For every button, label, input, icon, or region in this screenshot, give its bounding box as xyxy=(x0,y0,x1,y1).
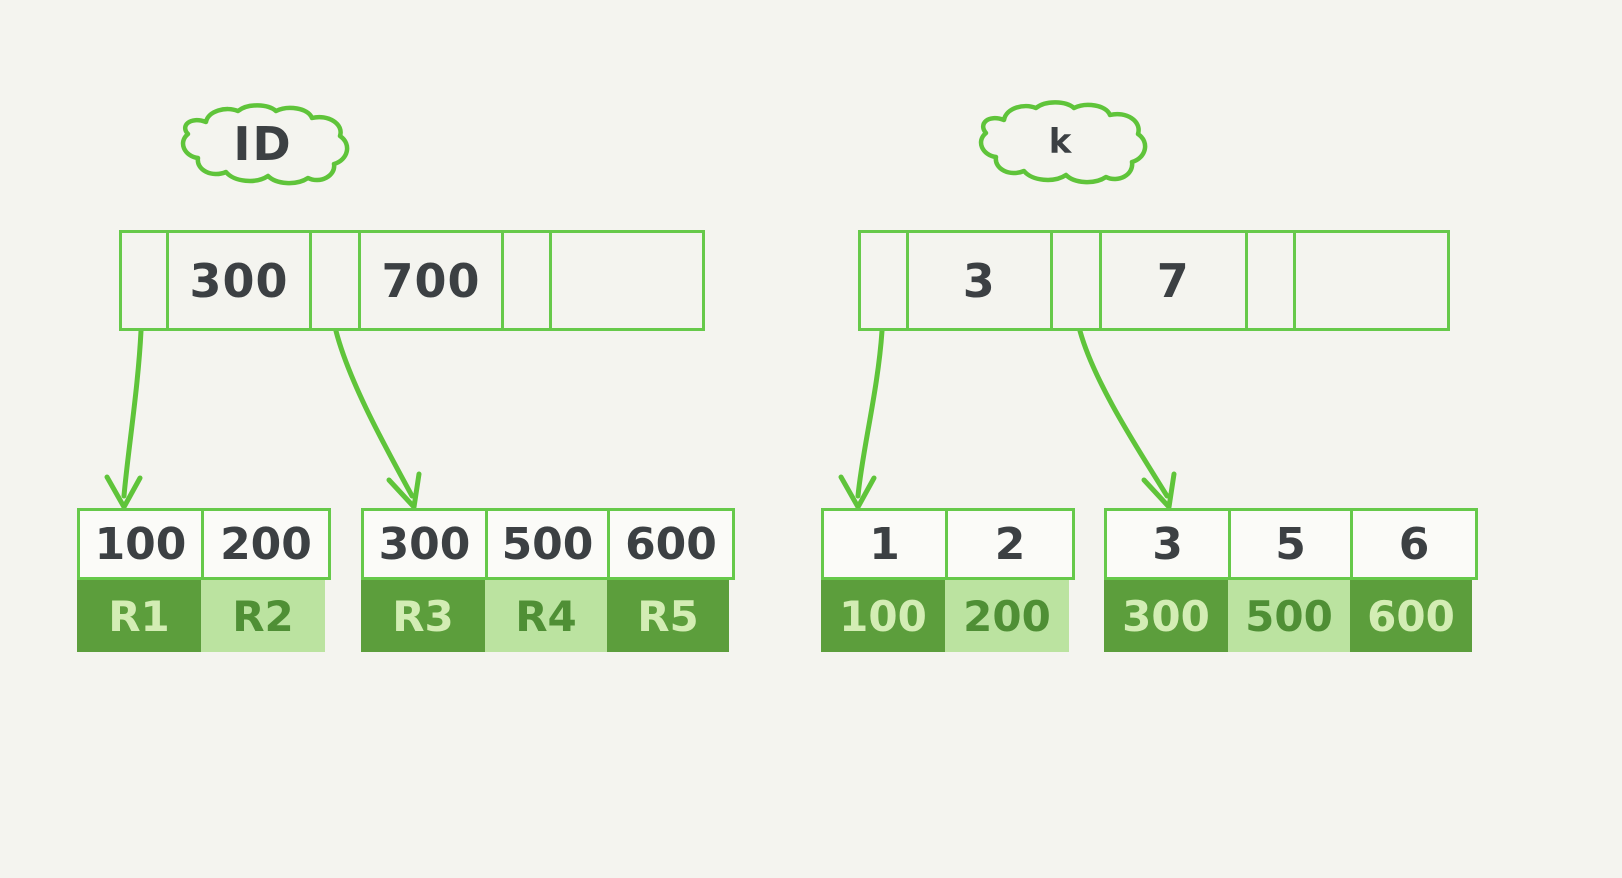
k-leaf-1-key-0[interactable]: 1 xyxy=(824,511,948,577)
id-leaf-2[interactable]: 300 500 600 R3 R4 R5 xyxy=(361,508,735,652)
id-leaf-2-keys: 300 500 600 xyxy=(361,508,735,580)
k-leaf-2-key-0[interactable]: 3 xyxy=(1107,511,1231,577)
edge-id-root-to-leaf-1 xyxy=(104,328,144,510)
id-root-pointer-2[interactable] xyxy=(504,233,552,328)
k-leaf-2-key-1[interactable]: 5 xyxy=(1231,511,1353,577)
id-leaf-1-key-0[interactable]: 100 xyxy=(80,511,204,577)
id-leaf-1-record-1[interactable]: R2 xyxy=(201,580,325,652)
id-leaf-2-key-0[interactable]: 300 xyxy=(364,511,488,577)
id-leaf-1-records: R1 R2 xyxy=(77,580,331,652)
k-leaf-1-key-1[interactable]: 2 xyxy=(994,518,1026,570)
id-leaf-2-record-1[interactable]: R4 xyxy=(485,580,607,652)
id-leaf-2-key-2[interactable]: 600 xyxy=(625,518,717,570)
cloud-shape-icon xyxy=(978,100,1148,185)
id-root-blank-cell[interactable] xyxy=(552,233,702,328)
id-root-pointer-0[interactable] xyxy=(122,233,169,328)
id-leaf-2-records: R3 R4 R5 xyxy=(361,580,735,652)
k-leaf-1-record-0[interactable]: 100 xyxy=(821,580,945,652)
k-leaf-2-records: 300 500 600 xyxy=(1104,580,1478,652)
id-leaf-1-keys: 100 200 xyxy=(77,508,331,580)
cloud-shape-icon xyxy=(180,103,350,186)
k-leaf-1-keys: 1 2 xyxy=(821,508,1075,580)
k-leaf-2-record-2[interactable]: 600 xyxy=(1350,580,1472,652)
k-leaf-2[interactable]: 3 5 6 300 500 600 xyxy=(1104,508,1478,652)
edge-id-root-to-leaf-2 xyxy=(333,328,422,510)
k-root-key-0[interactable]: 3 xyxy=(909,233,1054,328)
cloud-label-k-text: k xyxy=(1048,122,1074,162)
k-root-node[interactable]: 3 7 xyxy=(858,230,1450,331)
k-leaf-2-key-2[interactable]: 6 xyxy=(1398,518,1430,570)
cloud-label-id-text: ID xyxy=(233,117,293,171)
id-root-key-1[interactable]: 700 xyxy=(361,233,504,328)
id-leaf-1[interactable]: 100 200 R1 R2 xyxy=(77,508,331,652)
edge-k-root-to-leaf-1 xyxy=(838,328,885,510)
cloud-label-k: k xyxy=(966,98,1156,186)
k-leaf-1-record-1[interactable]: 200 xyxy=(945,580,1069,652)
k-leaf-2-record-1[interactable]: 500 xyxy=(1228,580,1350,652)
edge-k-root-to-leaf-2 xyxy=(1077,328,1177,510)
id-root-node[interactable]: 300 700 xyxy=(119,230,705,331)
k-leaf-1-records: 100 200 xyxy=(821,580,1075,652)
id-leaf-1-record-0[interactable]: R1 xyxy=(77,580,201,652)
k-leaf-1[interactable]: 1 2 100 200 xyxy=(821,508,1075,652)
id-root-pointer-1[interactable] xyxy=(312,233,361,328)
k-root-pointer-2[interactable] xyxy=(1248,233,1296,328)
k-root-blank-cell[interactable] xyxy=(1296,233,1447,328)
k-leaf-2-record-0[interactable]: 300 xyxy=(1104,580,1228,652)
k-root-pointer-0[interactable] xyxy=(861,233,909,328)
k-leaf-2-keys: 3 5 6 xyxy=(1104,508,1478,580)
id-root-key-0[interactable]: 300 xyxy=(169,233,312,328)
id-leaf-2-record-0[interactable]: R3 xyxy=(361,580,485,652)
k-root-key-1[interactable]: 7 xyxy=(1102,233,1249,328)
id-leaf-2-record-2[interactable]: R5 xyxy=(607,580,729,652)
id-leaf-1-key-1[interactable]: 200 xyxy=(220,518,312,570)
k-root-pointer-1[interactable] xyxy=(1053,233,1102,328)
id-leaf-2-key-1[interactable]: 500 xyxy=(488,511,610,577)
cloud-label-id: ID xyxy=(168,102,358,186)
